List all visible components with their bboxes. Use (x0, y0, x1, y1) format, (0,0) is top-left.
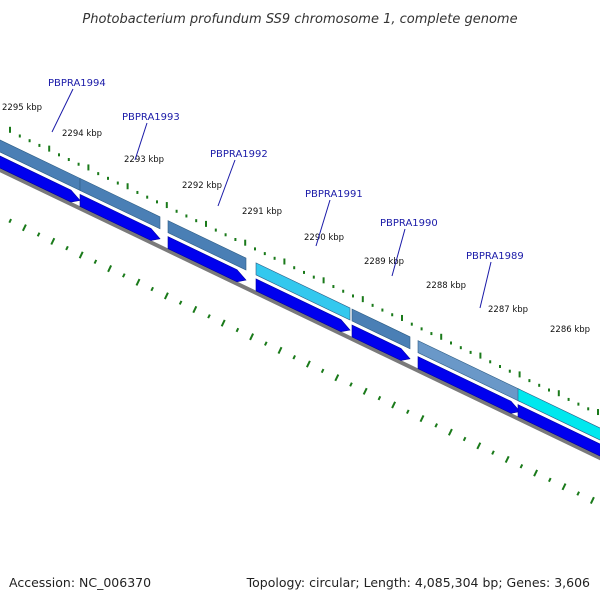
gene-feature-bar (255, 262, 351, 321)
gc-dot (320, 368, 325, 374)
tick-label: 2294 kbp (62, 129, 102, 139)
gc-dot (548, 477, 552, 483)
cds-arrow (517, 404, 600, 457)
cds-arrow (417, 356, 521, 414)
gene-track (0, 139, 600, 441)
gc-dot (476, 442, 482, 450)
gc-dot (589, 496, 595, 504)
cds-arrow (255, 278, 351, 332)
gc-dot (220, 319, 226, 327)
gc-dot (362, 387, 368, 395)
gc-dot (135, 278, 141, 286)
gene-feature-bar (517, 388, 600, 441)
backbone-track (0, 167, 600, 461)
cds-arrow (0, 155, 81, 203)
gc-dot (334, 374, 340, 382)
tick-label: 2292 kbp (182, 181, 222, 191)
gc-dot (491, 450, 495, 455)
gc-dot (419, 414, 425, 423)
gc-dot (192, 305, 198, 314)
gc-dot (249, 333, 255, 341)
gene-feature-bar (167, 220, 247, 271)
genome-summary-text: Topology: circular; Length: 4,085,304 bp… (246, 575, 590, 590)
gc-dot (163, 292, 169, 300)
gc-dot (264, 341, 268, 346)
gene-label: PBPRA1992 (210, 149, 268, 160)
gc-dot (235, 327, 240, 333)
tick-label: 2287 kbp (488, 305, 528, 315)
gc-dot (122, 273, 126, 278)
tick-label: 2286 kbp (550, 325, 590, 335)
gc-dot (207, 314, 211, 319)
gc-dot (65, 245, 69, 251)
tick-label: 2293 kbp (124, 155, 164, 165)
gc-dot (8, 218, 12, 224)
gc-dot (377, 395, 382, 401)
gc-dot (391, 401, 397, 409)
map-title: Photobacterium profundum SS9 chromosome … (82, 12, 517, 27)
gene-label: PBPRA1989 (466, 251, 524, 262)
gc-dot (504, 455, 510, 464)
gc-dot (406, 409, 410, 414)
gc-dot (349, 382, 353, 387)
gc-dot (50, 237, 56, 245)
tick-label: 2289 kbp (364, 257, 404, 267)
tick-label: 2290 kbp (304, 233, 344, 243)
gc-dot (576, 491, 580, 496)
gene-leader-line (51, 88, 74, 133)
cds-arrow (79, 193, 161, 241)
gene-label: PBPRA1991 (305, 189, 363, 200)
tick-label: 2295 kbp (2, 103, 42, 113)
gene-leader-line (315, 199, 331, 247)
gc-dot (292, 354, 296, 360)
gc-dot (178, 300, 183, 305)
backbone-line (0, 167, 600, 461)
gene-label: PBPRA1990 (380, 218, 438, 229)
cds-arrow (351, 324, 411, 361)
gene-leader-line (217, 159, 236, 207)
tick-label: 2291 kbp (242, 207, 282, 217)
gc-dot (447, 428, 453, 436)
gc-dot (533, 469, 539, 477)
cds-arrow (167, 236, 247, 283)
gc-dot (36, 232, 41, 237)
gene-feature-bar (351, 308, 411, 350)
gene-leader-line (391, 228, 406, 277)
gene-label: PBPRA1994 (48, 78, 106, 89)
gc-content-track-outer (8, 218, 595, 504)
gc-dot (78, 251, 84, 259)
gc-dot (519, 464, 524, 469)
gc-dot (305, 360, 311, 368)
gene-leader-line (479, 261, 492, 309)
gc-dot (462, 436, 467, 442)
gc-dot (93, 259, 98, 265)
gc-dot (434, 423, 438, 428)
gc-dot (277, 346, 283, 354)
gc-dot (561, 483, 567, 491)
cds-track (0, 155, 600, 457)
gene-labels: PBPRA1994PBPRA1993PBPRA1992PBPRA1991PBPR… (48, 78, 524, 309)
accession-text: Accession: NC_006370 (9, 575, 152, 590)
tick-label: 2288 kbp (426, 281, 466, 291)
ruler-track: 2295 kbp 2294 kbp 2293 kbp 2292 kbp 2291 kbp… (2, 103, 599, 416)
gc-dot (150, 286, 154, 292)
gene-label: PBPRA1993 (122, 112, 180, 123)
gene-feature-bar (79, 177, 161, 230)
gc-dot (107, 265, 113, 273)
gene-leader-line (134, 122, 148, 161)
gc-dot (21, 224, 27, 232)
